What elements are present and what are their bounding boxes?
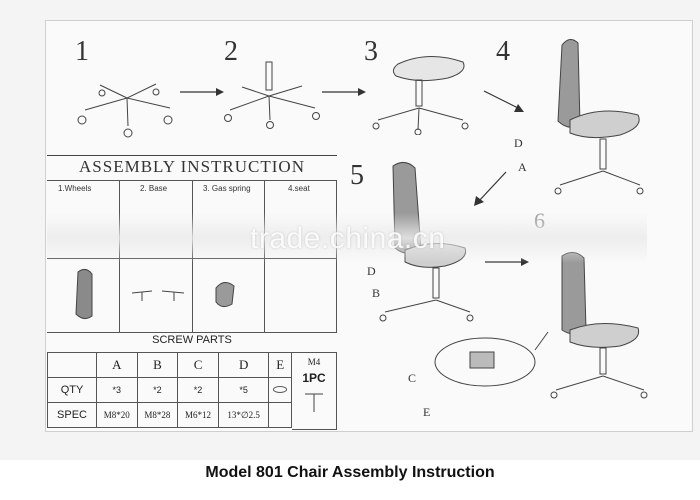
allen-key-icon [305,393,323,412]
part-cell-headrest [193,259,265,333]
spec-e [268,402,292,428]
table-row: SPEC M8*20 M8*28 M6*12 13*∅2.5 [47,402,292,428]
table-divider [47,180,337,181]
part-label-gas-spring: 3. Gas spring [203,184,251,193]
assembly-table [47,155,337,156]
part-back-drawing [75,268,93,320]
instruction-sheet-photo: 1 2 3 4 5 6 [0,0,700,460]
qty-label: QTY [47,377,97,403]
step4-chair-drawing [554,39,644,195]
label-c-step6: C [408,371,417,385]
m4-tool-cell: M4 1PC [292,352,337,430]
step-number-1: 1 [75,36,89,67]
part-cell-empty [265,259,337,333]
arrow-icon [322,88,366,96]
watermark-band [47,213,647,263]
step-number-3: 3 [364,36,378,67]
qty-c: *2 [177,377,219,403]
part-cell-back [47,259,120,333]
page-caption: Model 801 Chair Assembly Instruction [205,464,495,481]
arrow-icon [483,90,524,112]
step2-base-drawing [224,61,320,129]
assembly-title: ASSEMBLY INSTRUCTION [79,157,305,176]
part-cell-arms [120,259,193,333]
step-number-2: 2 [224,36,238,67]
label-d-step5: D [367,264,376,278]
table-cell [47,352,97,378]
qty-d: *5 [217,377,270,403]
part-arms-drawing [131,290,185,301]
label-e-step6: E [423,405,431,419]
watermark-text: trade.china.cn [250,222,446,255]
spec-label: SPEC [47,402,97,428]
step6-detail-drawing [434,331,549,387]
column-header-d: D [217,352,270,378]
arrow-icon [474,171,507,206]
table-row: QTY *3 *2 *2 *5 [47,377,292,403]
part-label-wheels: 1.Wheels [58,184,92,193]
spec-b: M8*28 [136,402,179,428]
part-label-base: 2. Base [140,184,168,193]
column-header-e: E [268,352,292,378]
column-header-a: A [96,352,138,378]
step-number-5: 5 [350,160,364,191]
screw-parts-table: A B C D E QTY *3 *2 *2 *5 SPEC M8*20 M8*… [47,352,292,428]
screw-parts-title: SCREW PARTS [152,334,232,346]
column-header-b: B [136,352,179,378]
spec-d: 13*∅2.5 [217,402,270,428]
label-b-step5: B [372,286,381,300]
step-number-4: 4 [496,36,510,67]
table-row: A B C D E [47,352,292,378]
m4-qty: 1PC [302,371,326,385]
step1-wheels-drawing [77,83,173,138]
qty-b: *2 [136,377,179,403]
label-a-step4: A [518,160,527,174]
m4-label: M4 [307,357,321,367]
column-header-c: C [177,352,219,378]
step6-chair-drawing [550,252,648,399]
spec-a: M8*20 [96,402,138,428]
label-d-step4: D [514,136,523,150]
step3-seat-drawing [372,55,469,135]
qty-e [268,377,292,403]
part-headrest-drawing [215,282,235,308]
spec-c: M6*12 [177,402,219,428]
arrow-icon [180,88,224,96]
qty-a: *3 [96,377,138,403]
part-label-seat: 4.seat [288,184,310,193]
